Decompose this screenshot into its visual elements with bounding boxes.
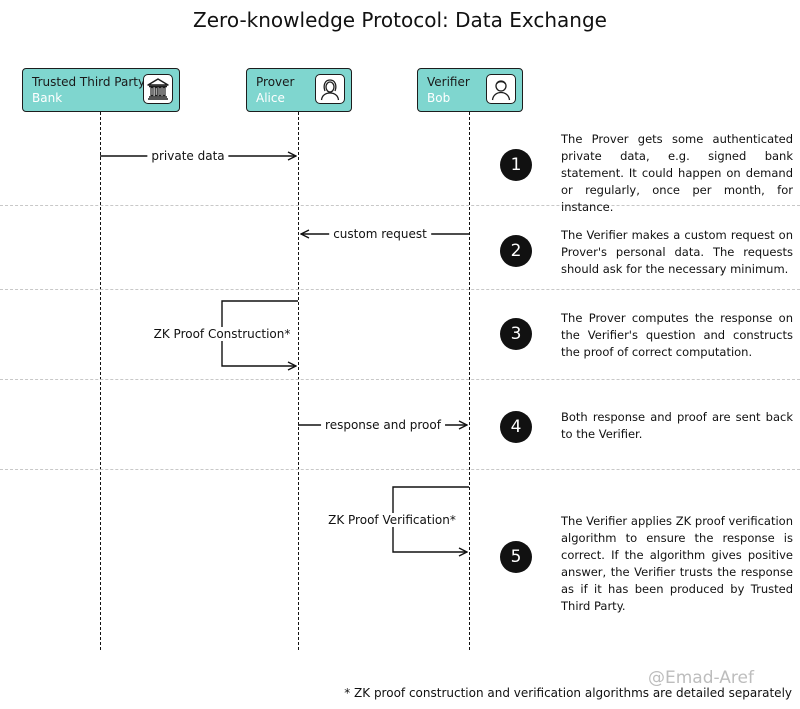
message-label-zk-proof-verification: ZK Proof Verification*: [324, 513, 460, 527]
woman-avatar-icon: [315, 74, 345, 104]
lifeline-verifier: [469, 112, 470, 650]
watermark: @Emad-Aref: [648, 668, 754, 688]
actor-subtitle: Bank: [32, 91, 63, 105]
step-description-2: The Verifier makes a custom request on P…: [561, 228, 793, 276]
bank-icon: [143, 74, 173, 104]
message-label-custom-request: custom request: [329, 227, 431, 241]
step-badge-5: 5: [500, 541, 532, 573]
step-separator: [0, 205, 800, 206]
footnote: * ZK proof construction and verification…: [344, 686, 792, 700]
step-separator: [0, 289, 800, 290]
actor-prover: Prover Alice: [246, 68, 352, 112]
step-separator: [0, 379, 800, 380]
actor-name: Prover: [256, 75, 295, 89]
lifeline-trusted-third-party: [100, 112, 101, 650]
step-description-1: The Prover gets some authenticated priva…: [561, 132, 793, 214]
actor-verifier: Verifier Bob: [417, 68, 523, 112]
step-badge-4: 4: [500, 411, 532, 443]
message-label-private-data: private data: [147, 149, 229, 163]
step-description-5: The Verifier applies ZK proof verificati…: [561, 514, 793, 613]
step-badge-2: 2: [500, 235, 532, 267]
step-description-3: The Prover computes the response on the …: [561, 311, 793, 359]
step-separator: [0, 469, 800, 470]
actor-subtitle: Bob: [427, 91, 451, 105]
step-description-4: Both response and proof are sent back to…: [561, 410, 793, 441]
actor-trusted-third-party: Trusted Third Party Bank: [22, 68, 180, 112]
actor-name: Verifier: [427, 75, 470, 89]
message-label-response-and-proof: response and proof: [321, 418, 445, 432]
lifeline-prover: [298, 112, 299, 650]
message-label-zk-proof-construction: ZK Proof Construction*: [149, 327, 295, 341]
actor-subtitle: Alice: [256, 91, 285, 105]
man-avatar-icon: [486, 74, 516, 104]
diagram-title: Zero-knowledge Protocol: Data Exchange: [193, 8, 607, 32]
step-badge-1: 1: [500, 149, 532, 181]
step-badge-3: 3: [500, 318, 532, 350]
actor-name: Trusted Third Party: [32, 75, 146, 89]
